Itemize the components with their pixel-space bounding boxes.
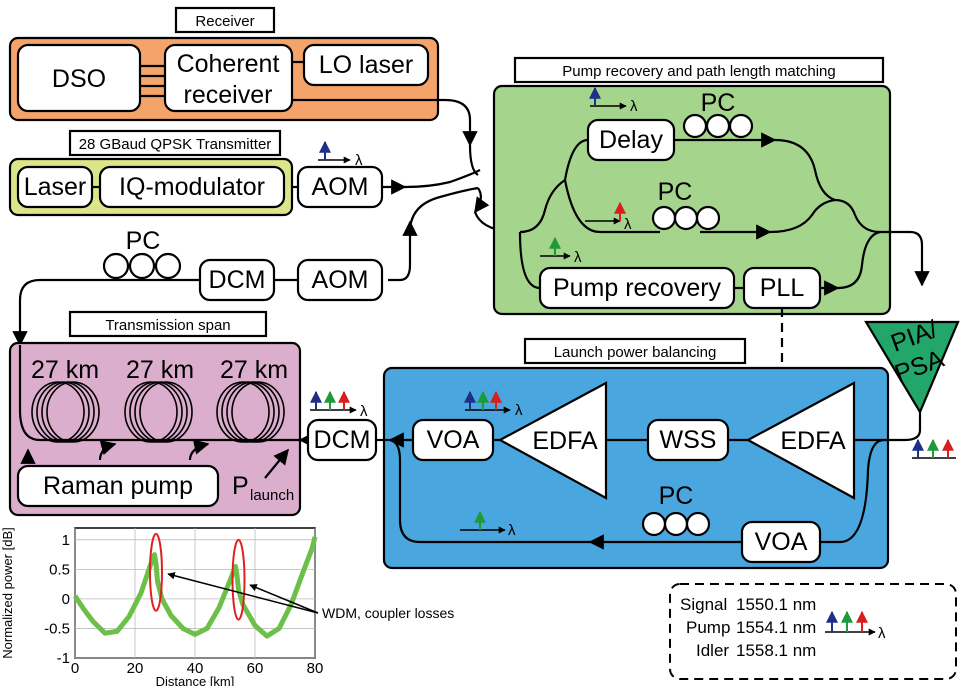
loss-marker-ellipse — [231, 538, 246, 621]
loss-markers — [149, 532, 246, 621]
dso-label: DSO — [52, 65, 106, 93]
lambda-bal-2: λ — [508, 522, 516, 539]
span-km-1: 27 km — [31, 356, 99, 384]
pc-return-loop-3 — [154, 252, 182, 280]
lambda-span: λ — [360, 403, 368, 420]
lo-laser-label: LO laser — [319, 51, 413, 79]
lambda-bal-1: λ — [515, 402, 523, 419]
edfa-right-label: EDFA — [780, 427, 846, 455]
dcm-span-label: DCM — [314, 426, 371, 454]
delay-label: Delay — [599, 126, 663, 154]
aom-tx-label: AOM — [312, 173, 369, 201]
pc-return-label: PC — [126, 227, 161, 255]
legend-pump: Pump — [686, 618, 730, 637]
lambda-pr-1: λ — [630, 98, 638, 115]
span-km-3: 27 km — [220, 356, 288, 384]
span-title: Transmission span — [105, 317, 230, 334]
p-launch-sub: launch — [250, 487, 294, 504]
raman-pump-box — [16, 464, 220, 508]
receiver-section: Receiver DSO Coherent receiver LO laser — [8, 6, 440, 122]
x-tick-label: 40 — [187, 660, 204, 677]
lo-laser-box — [302, 43, 430, 87]
balancing-title: Launch power balancing — [554, 344, 717, 361]
legend-signal: Signal — [680, 595, 727, 614]
plot-ticks: 0 20 40 60 80 1 0.5 0 -0.5 -1 — [44, 532, 323, 677]
legend-pump-val: 1554.1 nm — [736, 618, 816, 637]
coherent-receiver-box — [163, 43, 294, 113]
pc-return-loop-2 — [128, 252, 156, 280]
legend: Signal 1550.1 nm Pump 1554.1 nm Idler 15… — [669, 583, 957, 680]
y-tick-label: 1 — [62, 532, 70, 549]
dso-box — [16, 43, 142, 113]
raman-pump-label: Raman pump — [43, 472, 193, 500]
pll-label: PLL — [760, 274, 805, 302]
return-path: PC DCM AOM — [12, 227, 384, 347]
aom-return-label: AOM — [312, 266, 369, 294]
span-km-2: 27 km — [126, 356, 194, 384]
dcm-return-label: DCM — [209, 266, 266, 294]
legend-idler-val: 1558.1 nm — [736, 641, 816, 660]
y-tick-label: -0.5 — [44, 620, 70, 637]
span-section: Transmission span 27 km 27 km 27 km Rama… — [8, 310, 390, 517]
laser-label: Laser — [24, 173, 87, 201]
plot-xlabel: Distance [km] — [156, 674, 235, 686]
lambda-tx: λ — [355, 152, 363, 169]
voa-bottom-label: VOA — [755, 528, 808, 556]
x-tick-label: 0 — [71, 660, 79, 677]
wss-label: WSS — [660, 426, 717, 454]
lambda-legend: λ — [878, 625, 886, 642]
balancing-section: Launch power balancing λ VOA EDFA WSS ED… — [382, 337, 892, 570]
lambda-pr-2: λ — [624, 216, 632, 233]
legend-signal-val: 1550.1 nm — [736, 595, 816, 614]
y-tick-label: -1 — [57, 650, 70, 667]
lambda-pr-3: λ — [574, 249, 582, 266]
pump-recovery-title-box — [513, 56, 885, 84]
pc-bal-label: PC — [659, 482, 694, 510]
balancing-title-box — [523, 337, 747, 365]
legend-idler: Idler — [696, 641, 729, 660]
legend-box — [669, 583, 957, 680]
voa-left-label: VOA — [427, 426, 480, 454]
pia-psa: PIA/ PSA — [864, 315, 960, 459]
power-plot: 0 20 40 60 80 1 0.5 0 -0.5 -1 Distance [km] Norma… — [0, 527, 454, 686]
pump-recovery-label: Pump recovery — [553, 274, 722, 302]
iq-modulator-box — [98, 165, 286, 209]
pc-top-label: PC — [701, 89, 736, 117]
x-tick-label: 60 — [247, 660, 264, 677]
pia-psa-triangle — [864, 320, 960, 415]
plot-grid — [74, 528, 316, 659]
pump-recovery-section: Pump recovery and path length matching λ… — [492, 56, 930, 442]
y-tick-label: 0.5 — [49, 561, 70, 578]
receiver-title-box — [174, 6, 276, 34]
coherent-label-1: Coherent — [177, 50, 280, 78]
transmitter-title: 28 GBaud QPSK Transmitter — [79, 136, 272, 153]
x-tick-label: 80 — [307, 660, 324, 677]
receiver-title: Receiver — [195, 13, 254, 30]
coherent-label-2: receiver — [184, 81, 273, 109]
transmitter-title-box — [68, 129, 282, 157]
plot-ylabel: Normalized power [dB] — [0, 527, 15, 659]
pc-mid-label: PC — [658, 178, 693, 206]
loss-marker-ellipse — [149, 532, 163, 612]
transmitter-section: 28 GBaud QPSK Transmitter Laser IQ-modul… — [8, 129, 407, 217]
x-tick-label: 20 — [127, 660, 144, 677]
balancing-panel — [382, 366, 890, 570]
pump-recovery-title: Pump recovery and path length matching — [562, 63, 836, 80]
edfa-left-label: EDFA — [532, 427, 598, 455]
span-title-box — [68, 310, 268, 338]
aom-return-box — [296, 258, 384, 302]
plot-annotation: WDM, coupler losses — [322, 605, 454, 621]
y-tick-label: 0 — [62, 591, 70, 608]
pc-return-loop-1 — [102, 252, 130, 280]
p-launch-label: P — [232, 472, 249, 500]
power-curve — [72, 536, 318, 639]
iq-modulator-label: IQ-modulator — [119, 173, 265, 201]
